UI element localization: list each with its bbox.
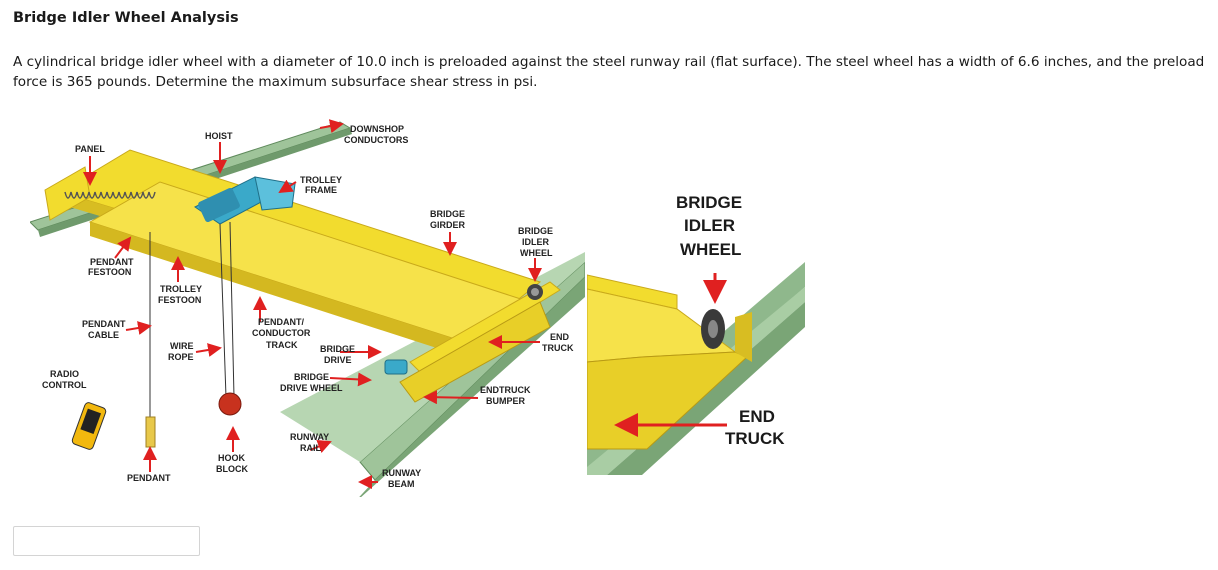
bridge-drive-motor	[384, 359, 408, 375]
label-wire-rope-2: ROPE	[168, 352, 194, 362]
label-hook-block-1: HOOK	[218, 453, 246, 463]
label-pendant-conductor-2: CONDUCTOR	[252, 328, 311, 338]
label-runway-beam-2: BEAM	[388, 479, 415, 489]
label-radio-control-2: CONTROL	[42, 380, 87, 390]
label-runway-rail-1: RUNWAY	[290, 432, 329, 442]
label-end-truck-1: END	[550, 332, 570, 342]
label-end-truck-2: TRUCK	[542, 343, 574, 353]
label-trolley-festoon-2: FESTOON	[158, 295, 201, 305]
label-pendant-cable-1: PENDANT	[82, 319, 126, 329]
crane-diagram: HOIST DOWNSHOP CONDUCTORS PANEL TROLLEY …	[30, 119, 585, 497]
label-pendant-festoon-1: PENDANT	[90, 257, 134, 267]
label-runway-rail-2: RAIL	[300, 443, 321, 453]
label-pendant-cable-2: CABLE	[88, 330, 119, 340]
detail-label-end-2: TRUCK	[725, 429, 785, 448]
pendant-box	[145, 416, 156, 448]
label-trolley-frame-2: FRAME	[305, 185, 337, 195]
label-pendant: PENDANT	[127, 473, 171, 483]
detail-label-end-1: END	[739, 407, 775, 426]
label-pendant-conductor-1: PENDANT/	[258, 317, 305, 327]
page-title: Bridge Idler Wheel Analysis	[13, 10, 239, 26]
detail-label-idler-2: IDLER	[684, 216, 735, 235]
label-bridge-girder-1: BRIDGE	[430, 209, 465, 219]
label-panel: PANEL	[75, 144, 105, 154]
label-bridge-drive-wheel-2: DRIVE WHEEL	[280, 383, 343, 393]
detail-label-layer: BRIDGE IDLER WHEEL END TRUCK	[676, 193, 785, 448]
label-bridge-idler-1: BRIDGE	[518, 226, 553, 236]
question-text: A cylindrical bridge idler wheel with a …	[13, 54, 1205, 90]
label-hook-block-2: BLOCK	[216, 464, 248, 474]
label-bridge-drive-1: BRIDGE	[320, 344, 355, 354]
label-bridge-idler-3: WHEEL	[520, 248, 553, 258]
label-downshop-2: CONDUCTORS	[344, 135, 408, 145]
end-truck	[399, 281, 561, 403]
label-endtruck-bumper-1: ENDTRUCK	[480, 385, 531, 395]
label-runway-beam-1: RUNWAY	[382, 468, 421, 478]
label-bridge-girder-2: GIRDER	[430, 220, 466, 230]
detail-arrows	[614, 273, 727, 437]
label-trolley-festoon-1: TROLLEY	[160, 284, 202, 294]
hook-block	[218, 392, 242, 416]
label-trolley-frame-1: TROLLEY	[300, 175, 342, 185]
label-radio-control-1: RADIO	[50, 369, 79, 379]
radio-control	[71, 402, 107, 450]
label-arrows	[83, 119, 542, 489]
detail-label-idler-1: BRIDGE	[676, 193, 742, 212]
label-wire-rope-1: WIRE	[170, 341, 194, 351]
label-endtruck-bumper-2: BUMPER	[486, 396, 526, 406]
label-downshop-1: DOWNSHOP	[350, 124, 404, 134]
label-pendant-festoon-2: FESTOON	[88, 267, 131, 277]
pendant-festoon	[64, 191, 156, 199]
label-bridge-drive-2: DRIVE	[324, 355, 352, 365]
detail-label-idler-3: WHEEL	[680, 240, 741, 259]
label-bridge-idler-2: IDLER	[522, 237, 550, 247]
idler-wheel-detail	[587, 262, 805, 475]
answer-input[interactable]	[13, 526, 200, 556]
label-pendant-conductor-3: TRACK	[266, 340, 298, 350]
idler-wheel	[527, 284, 543, 300]
label-bridge-drive-wheel-1: BRIDGE	[294, 372, 329, 382]
label-hoist: HOIST	[205, 131, 233, 141]
detail-idler-wheel	[701, 309, 725, 349]
